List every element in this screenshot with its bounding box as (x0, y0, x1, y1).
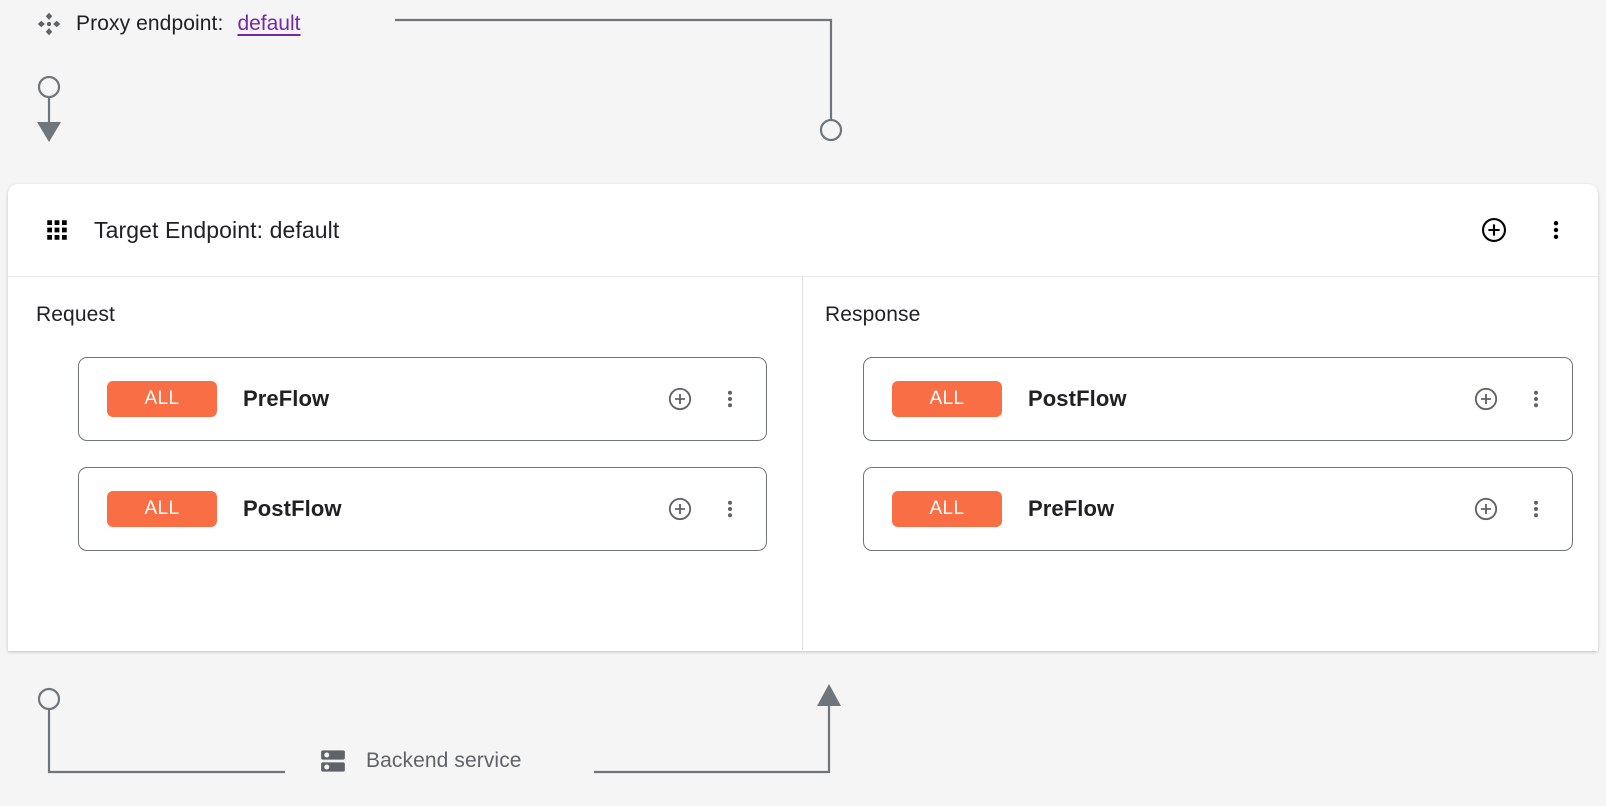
flow-card-request-preflow[interactable]: ALL PreFlow (78, 357, 767, 441)
request-flow-list: ALL PreFlow (78, 357, 767, 551)
more-vert-icon[interactable] (716, 385, 744, 413)
proxy-diamond-icon (36, 11, 62, 37)
request-column-title: Request (36, 303, 115, 326)
plus-circle-icon[interactable] (666, 495, 694, 523)
proxy-endpoint-label: Proxy endpoint: (76, 12, 224, 35)
flow-name: PreFlow (1028, 496, 1115, 521)
target-endpoint-panel: Target Endpoint: default (8, 184, 1598, 651)
flow-columns: Request ALL PreFlow (8, 277, 1598, 650)
flow-name: PostFlow (243, 496, 342, 521)
plus-circle-icon[interactable] (1480, 216, 1508, 244)
response-column: Response ALL PostFlow (803, 277, 1598, 650)
status-badge: ALL (892, 381, 1002, 417)
request-column: Request ALL PreFlow (8, 277, 803, 650)
response-column-title: Response (825, 303, 921, 326)
flow-name: PreFlow (243, 386, 330, 411)
plus-circle-icon[interactable] (1472, 385, 1500, 413)
more-vert-icon[interactable] (1522, 495, 1550, 523)
flow-card-actions (1472, 385, 1550, 413)
status-badge: ALL (107, 491, 217, 527)
flow-card-actions (1472, 495, 1550, 523)
status-badge: ALL (892, 491, 1002, 527)
target-endpoint-title: Target Endpoint: default (94, 216, 340, 243)
flow-card-actions (666, 385, 744, 413)
backend-service-node[interactable]: Backend service (318, 746, 522, 776)
target-endpoint-actions (1480, 216, 1570, 244)
response-flow-list: ALL PostFlow (863, 357, 1573, 551)
more-vert-icon[interactable] (716, 495, 744, 523)
flow-card-actions (666, 495, 744, 523)
server-rack-icon (318, 746, 348, 776)
flow-name: PostFlow (1028, 386, 1127, 411)
flow-card-request-postflow[interactable]: ALL PostFlow (78, 467, 767, 551)
flow-card-response-preflow[interactable]: ALL PreFlow (863, 467, 1573, 551)
proxy-endpoint-link[interactable]: default (237, 12, 301, 35)
flow-card-response-postflow[interactable]: ALL PostFlow (863, 357, 1573, 441)
plus-circle-icon[interactable] (1472, 495, 1500, 523)
more-vert-icon[interactable] (1522, 385, 1550, 413)
apps-grid-icon (44, 217, 70, 243)
backend-service-label: Backend service (366, 749, 522, 772)
more-vert-icon[interactable] (1542, 216, 1570, 244)
proxy-endpoint-header: Proxy endpoint: default (36, 8, 301, 40)
target-endpoint-header: Target Endpoint: default (8, 184, 1598, 277)
status-badge: ALL (107, 381, 217, 417)
plus-circle-icon[interactable] (666, 385, 694, 413)
